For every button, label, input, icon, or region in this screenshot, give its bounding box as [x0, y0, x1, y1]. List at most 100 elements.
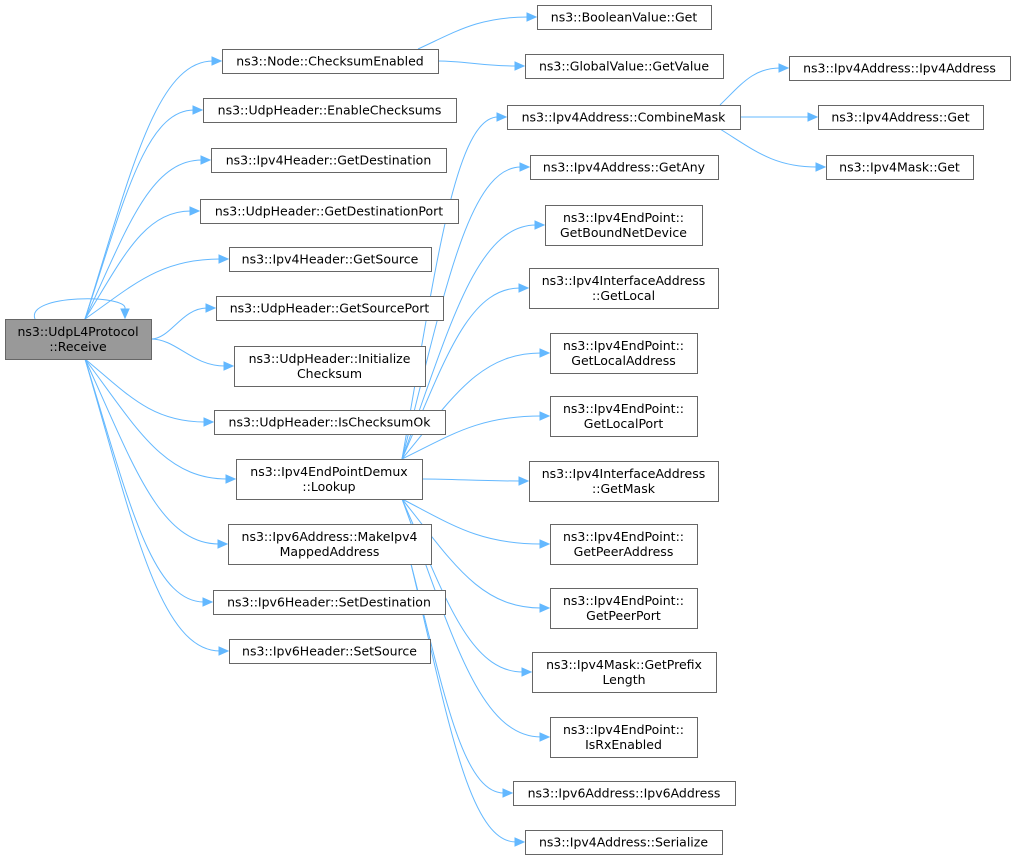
node-label-line: ::GetLocal	[592, 288, 655, 303]
node-ns3-ipv4endpoint-getpeerport[interactable]: ns3::Ipv4EndPoint::GetPeerPort	[550, 588, 698, 629]
arrowhead	[120, 308, 130, 320]
edge-n11-to-n20	[401, 411, 551, 460]
node-label-line: ns3::Ipv4EndPoint::	[563, 529, 684, 544]
node-label-line: ns3::GlobalValue::GetValue	[539, 59, 709, 74]
node-ns3-ipv4endpointdemux-lookup[interactable]: ns3::Ipv4EndPointDemux::Lookup	[236, 459, 423, 500]
node-label-line: ns3::Ipv4EndPointDemux	[250, 464, 407, 479]
node-label-line: Checksum	[297, 366, 362, 381]
node-label-line: ::Receive	[49, 339, 107, 354]
node-ns3-ipv4endpoint-getlocaladdress[interactable]: ns3::Ipv4EndPoint::GetLocalAddress	[550, 333, 698, 374]
node-ns3-udpheader-getdestinationport[interactable]: ns3::UdpHeader::GetDestinationPort	[200, 199, 459, 224]
arrowhead	[203, 417, 215, 427]
node-label-line: ::Lookup	[302, 479, 355, 494]
node-label-line: GetPeerAddress	[574, 544, 674, 559]
node-ns3-booleanvalue-get[interactable]: ns3::BooleanValue::Get	[537, 5, 712, 30]
arrowhead	[534, 220, 546, 230]
node-ns3-ipv4header-getdestination[interactable]: ns3::Ipv4Header::GetDestination	[211, 148, 447, 173]
arrowhead	[218, 646, 230, 656]
node-ns3-ipv4interfaceaddress-getlocal[interactable]: ns3::Ipv4InterfaceAddress::GetLocal	[529, 268, 719, 309]
edge-n0-to-n7	[84, 254, 230, 320]
node-label-line: Length	[602, 672, 645, 687]
node-label-line: ns3::Node::ChecksumEnabled	[236, 54, 423, 69]
node-label-line: GetPeerPort	[586, 608, 661, 623]
node-box	[529, 268, 719, 309]
node-box	[525, 830, 723, 855]
node-ns3-ipv4mask-get[interactable]: ns3::Ipv4Mask::Get	[826, 155, 974, 180]
node-ns3-udpheader-ischecksumok[interactable]: ns3::UdpHeader::IsChecksumOk	[214, 410, 446, 435]
node-label-line: ns3::Ipv6Header::SetDestination	[227, 595, 431, 610]
node-label-line: ns3::Ipv4Address::Ipv4Address	[803, 61, 996, 76]
node-ns3-ipv4address-ipv4address[interactable]: ns3::Ipv4Address::Ipv4Address	[789, 56, 1011, 81]
node-box	[826, 155, 974, 180]
node-box	[507, 105, 741, 130]
edge-n0-to-n6	[84, 206, 201, 320]
node-box	[214, 410, 446, 435]
node-ns3-ipv6header-setdestination[interactable]: ns3::Ipv6Header::SetDestination	[213, 590, 446, 615]
arrowhead	[521, 667, 533, 677]
node-ns3-ipv4address-serialize[interactable]: ns3::Ipv4Address::Serialize	[525, 830, 723, 855]
node-ns3-udpl4protocol-receive[interactable]: ns3::UdpL4Protocol::Receive	[5, 319, 152, 360]
node-ns3-ipv4endpoint-isrxenabled[interactable]: ns3::Ipv4EndPoint::IsRxEnabled	[550, 717, 698, 758]
arrowhead	[539, 603, 551, 613]
node-box	[234, 346, 426, 387]
edge-n15-to-n29	[740, 112, 819, 122]
node-ns3-ipv6address-ipv6address[interactable]: ns3::Ipv6Address::Ipv6Address	[513, 781, 736, 806]
node-ns3-globalvalue-getvalue[interactable]: ns3::GlobalValue::GetValue	[525, 54, 724, 79]
node-label-line: ::GetMask	[592, 481, 656, 496]
node-box	[216, 296, 444, 321]
node-box	[529, 461, 719, 502]
node-label-line: GetLocalPort	[584, 416, 664, 431]
edge-n12-to-n27	[410, 563, 526, 847]
node-label-line: ns3::Ipv4EndPoint::	[563, 722, 684, 737]
arrowhead	[496, 112, 508, 122]
edge-n15-to-n30	[719, 128, 827, 172]
node-label-line: ns3::Ipv6Address::Ipv6Address	[528, 786, 721, 801]
node-box	[213, 590, 446, 615]
arrowhead	[218, 254, 230, 264]
node-box	[530, 155, 719, 180]
node-ns3-udpheader-enablechecksums[interactable]: ns3::UdpHeader::EnableChecksums	[203, 98, 457, 123]
edge-n0-to-n14	[84, 358, 230, 656]
node-ns3-ipv4endpoint-getboundnetdevice[interactable]: ns3::Ipv4EndPoint::GetBoundNetDevice	[545, 205, 703, 246]
arrowhead	[514, 61, 526, 71]
node-box	[537, 5, 712, 30]
node-box	[532, 652, 717, 693]
edge-n1-to-n2	[417, 12, 538, 50]
arrowhead	[189, 206, 201, 216]
arrowhead	[502, 788, 514, 798]
nodes-layer: ns3::UdpL4Protocol::Receive ns3::Node::Ch…	[5, 5, 1011, 855]
node-label-line: ns3::Ipv4Header::GetSource	[242, 252, 419, 267]
node-ns3-ipv4interfaceaddress-getmask[interactable]: ns3::Ipv4InterfaceAddress::GetMask	[529, 461, 719, 502]
edge-n0-to-n0	[34, 298, 130, 320]
arrowhead	[539, 348, 551, 358]
node-ns3-ipv4header-getsource[interactable]: ns3::Ipv4Header::GetSource	[229, 247, 432, 272]
node-label-line: ns3::Ipv4Address::CombineMask	[522, 110, 727, 125]
node-label-line: ns3::UdpHeader::GetSourcePort	[230, 301, 430, 316]
node-box	[525, 54, 724, 79]
edges-layer	[34, 12, 827, 847]
node-label-line: ns3::BooleanValue::Get	[551, 10, 698, 25]
node-box	[229, 247, 432, 272]
node-label-line: ns3::Ipv4Mask::Get	[839, 160, 960, 175]
node-ns3-udpheader-getsourceport[interactable]: ns3::UdpHeader::GetSourcePort	[216, 296, 444, 321]
node-label-line: GetBoundNetDevice	[560, 225, 687, 240]
edge-n0-to-n1	[84, 56, 223, 320]
node-label-line: IsRxEnabled	[585, 737, 662, 752]
node-box	[228, 524, 432, 565]
node-ns3-ipv6header-setsource[interactable]: ns3::Ipv6Header::SetSource	[229, 639, 431, 664]
node-ns3-ipv4endpoint-getlocalport[interactable]: ns3::Ipv4EndPoint::GetLocalPort	[550, 396, 698, 437]
node-ns3-node-checksumenabled[interactable]: ns3::Node::ChecksumEnabled	[222, 49, 439, 74]
arrowhead	[514, 837, 526, 847]
arrowhead	[200, 155, 212, 165]
node-label-line: ns3::Ipv4EndPoint::	[563, 593, 684, 608]
edge-n11-to-n21	[421, 476, 530, 486]
node-ns3-ipv4address-getany[interactable]: ns3::Ipv4Address::GetAny	[530, 155, 719, 180]
node-ns3-ipv4endpoint-getpeeraddress[interactable]: ns3::Ipv4EndPoint::GetPeerAddress	[550, 524, 698, 565]
node-box	[203, 98, 457, 123]
node-box	[222, 49, 439, 74]
node-ns3-ipv4address-combinemask[interactable]: ns3::Ipv4Address::CombineMask	[507, 105, 741, 130]
node-ns3-ipv4address-get[interactable]: ns3::Ipv4Address::Get	[818, 105, 984, 130]
